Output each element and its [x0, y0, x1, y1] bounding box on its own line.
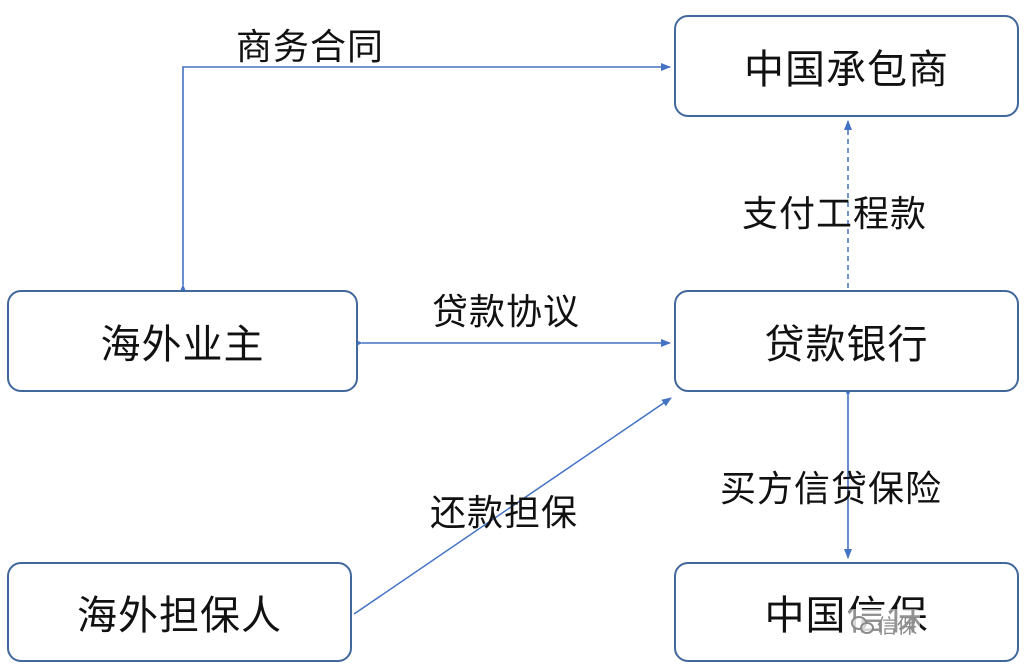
- node-overseas-guarantor: 海外担保人: [7, 562, 352, 662]
- node-label: 海外业主: [100, 322, 265, 368]
- node-label: 海外担保人: [77, 593, 282, 639]
- wechat-icon: [851, 615, 874, 634]
- watermark: 信保: [848, 609, 920, 640]
- edge-repay: [353, 397, 672, 615]
- edge-label-loan: 贷款协议: [432, 292, 581, 333]
- edge-label-repay: 还款担保: [430, 493, 579, 534]
- edge-label-payment: 支付工程款: [742, 194, 928, 235]
- edge-contract: [179, 63, 671, 294]
- edge-label-insurance: 买方信贷保险: [720, 469, 943, 510]
- node-overseas-owner: 海外业主: [7, 290, 358, 392]
- node-chinese-contractor: 中国承包商: [674, 15, 1019, 117]
- node-lending-bank: 贷款银行: [674, 290, 1019, 392]
- node-label: 贷款银行: [764, 322, 929, 368]
- edge-label-contract: 商务合同: [236, 27, 385, 68]
- node-sinosure: 中国信保: [674, 562, 1019, 662]
- node-label: 中国承包商: [744, 47, 949, 93]
- watermark-text: 信保: [877, 614, 917, 638]
